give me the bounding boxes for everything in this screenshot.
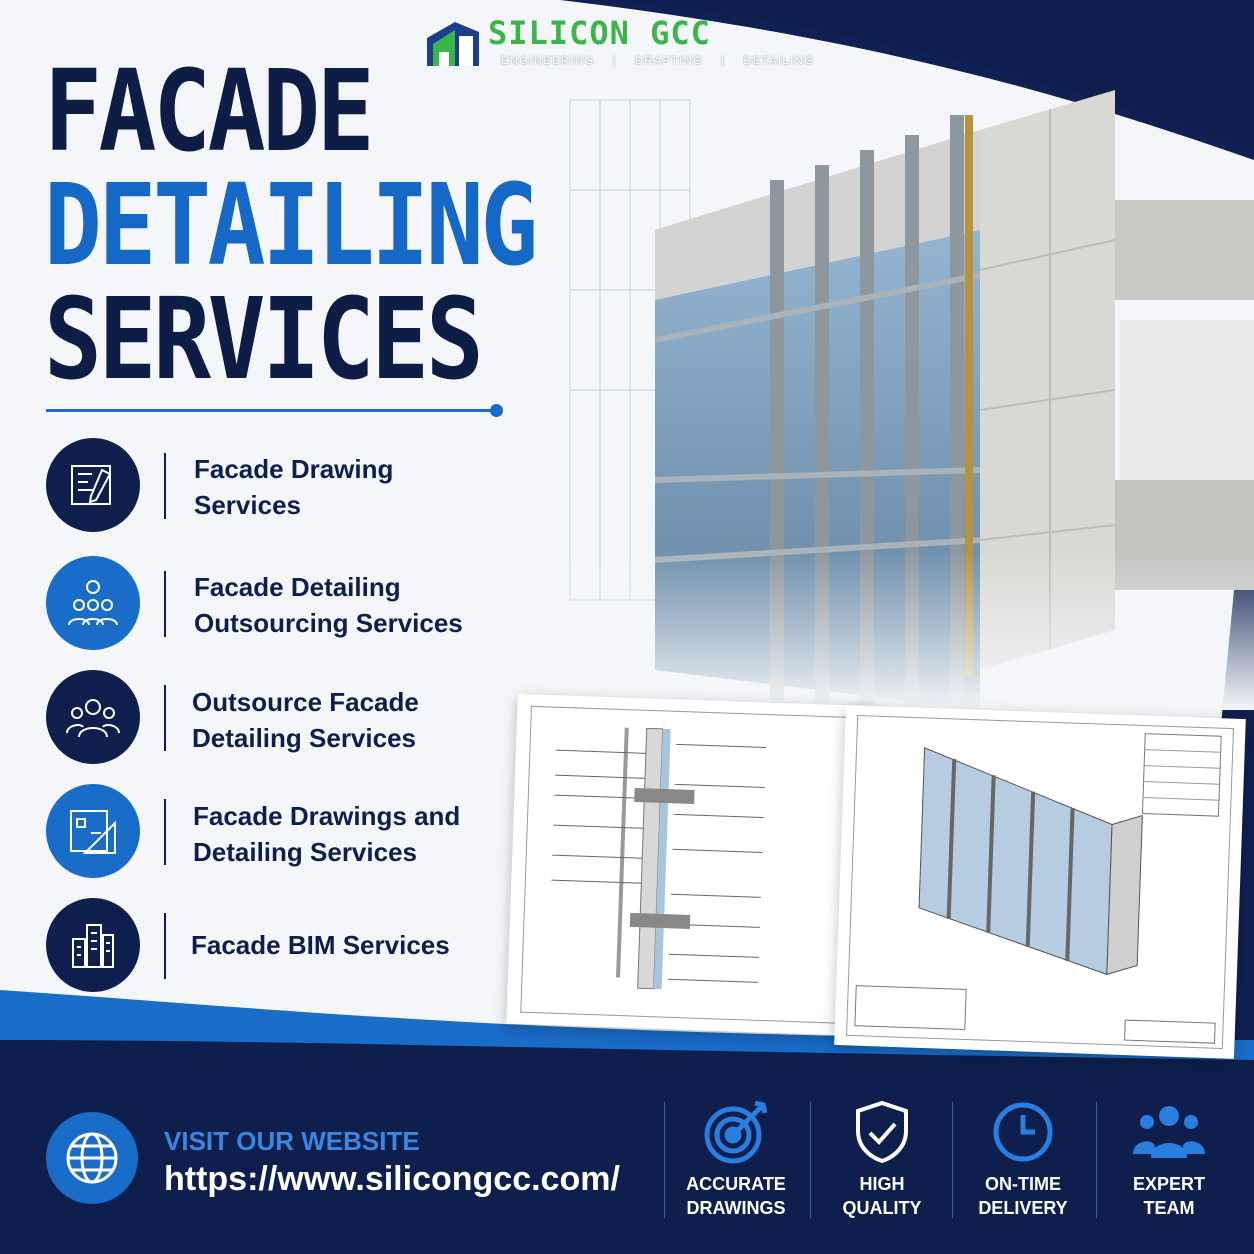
feature-separator (1096, 1102, 1097, 1218)
blueprint-ruler-icon (46, 784, 140, 878)
service-separator (164, 685, 166, 751)
isometric-drawing-sheet (834, 705, 1246, 1059)
service-separator (164, 913, 166, 979)
service-item-bim: Facade BIM Services (191, 930, 450, 960)
shield-check-icon (812, 1096, 952, 1168)
headline-line-2: DETAILING (44, 161, 538, 291)
buildings-icon (46, 898, 140, 992)
headline-line-3: SERVICES (44, 275, 484, 405)
website-link[interactable]: https://www.silicongcc.com/ (164, 1160, 620, 1198)
feature-separator (810, 1102, 811, 1218)
globe-icon (46, 1112, 138, 1204)
clock-icon (953, 1096, 1093, 1168)
service-separator (164, 571, 166, 637)
service-separator (164, 453, 166, 519)
service-separator (164, 799, 166, 865)
visit-website-label: VISIT OUR WEBSITE (164, 1126, 420, 1156)
elevation-drawing-sheet (506, 693, 878, 1037)
blueprint-pencil-icon (46, 438, 140, 532)
team-gear-icon (46, 556, 140, 650)
feature-separator (952, 1102, 953, 1218)
team-icon (46, 670, 140, 764)
facade-illustration (560, 70, 1254, 710)
feature-separator (664, 1102, 665, 1218)
brand-tagline: ENGINEERING|DRAFTING|DETAILING (501, 55, 815, 67)
brand-logo-icon (425, 18, 481, 73)
divider-dot (490, 404, 503, 417)
brand-name: SILICON GCC (488, 14, 711, 52)
team-icon (1099, 1096, 1239, 1168)
target-icon (666, 1096, 806, 1168)
headline-line-1: FACADE (44, 47, 375, 177)
headline-divider (46, 409, 496, 412)
